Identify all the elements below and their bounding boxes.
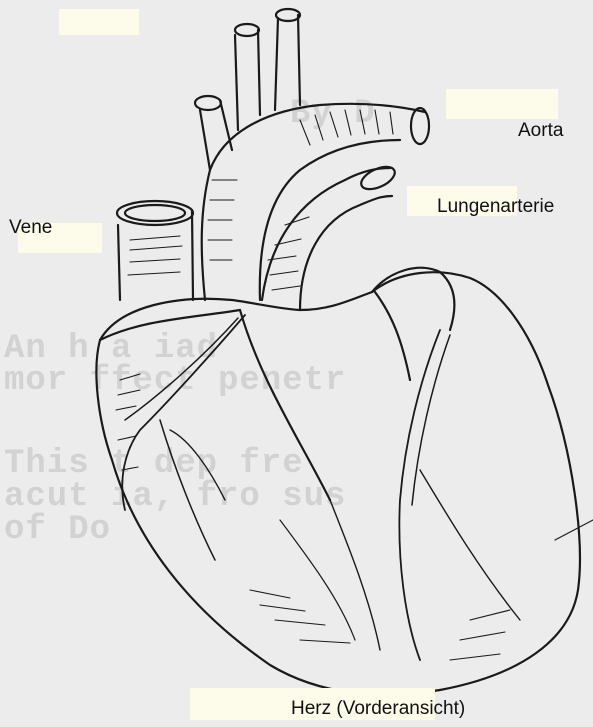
label-aorta: Aorta: [518, 120, 563, 142]
answer-box-aorta: [446, 89, 558, 119]
label-vein: Vene: [9, 217, 52, 239]
answer-box-top: [59, 9, 139, 35]
label-pulmonary-artery: Lungenarterie: [437, 196, 554, 218]
caption-heart-front-view: Herz (Vorderansicht): [291, 698, 465, 720]
